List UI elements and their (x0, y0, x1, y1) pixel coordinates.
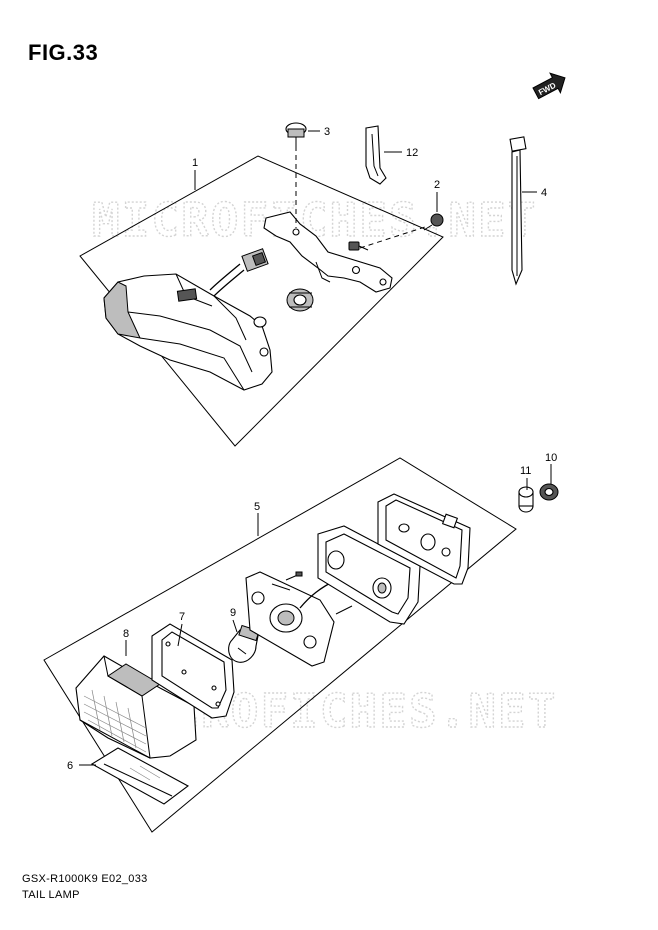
lamp-base-frame (317, 525, 421, 625)
forward-arrow-icon: FWD (532, 72, 566, 100)
nut-part-10 (539, 483, 559, 501)
leader-lines (79, 130, 552, 766)
figure-title: FIG.33 (28, 40, 99, 65)
gasket-part-7 (151, 623, 235, 719)
tail-lamp-bracket (263, 211, 393, 293)
model-code: GSX-R1000K9 E02_033 (22, 873, 148, 885)
spacer-part-11 (518, 486, 534, 513)
bracket-bolt (348, 241, 369, 251)
callout-11: 11 (520, 465, 531, 477)
tail-lamp-housing (103, 273, 273, 391)
assembly-box-1 (79, 155, 444, 447)
back-gasket (377, 493, 471, 585)
clamp-part-12 (365, 125, 387, 185)
screw-part-3 (285, 122, 307, 146)
callout-1: 1 (192, 157, 198, 169)
callout-4: 4 (541, 187, 547, 199)
callout-5: 5 (254, 501, 260, 513)
callout-7: 7 (179, 611, 185, 623)
lamp-wire-connector (209, 248, 269, 297)
callout-8: 8 (123, 628, 129, 640)
screw-part-2 (423, 213, 444, 231)
callout-10: 10 (545, 452, 557, 464)
callout-9: 9 (230, 607, 236, 619)
callout-2: 2 (434, 179, 440, 191)
part-name: TAIL LAMP (22, 889, 80, 901)
callout-6: 6 (67, 760, 73, 772)
callout-12: 12 (406, 147, 418, 159)
lens-part-8 (75, 655, 197, 759)
socket-assembly (245, 571, 353, 667)
grommet (286, 288, 314, 312)
cable-tie-part-4 (509, 136, 527, 286)
bulb-part-9 (228, 624, 260, 663)
callout-3: 3 (324, 126, 330, 138)
reflector-part-6 (90, 747, 190, 805)
